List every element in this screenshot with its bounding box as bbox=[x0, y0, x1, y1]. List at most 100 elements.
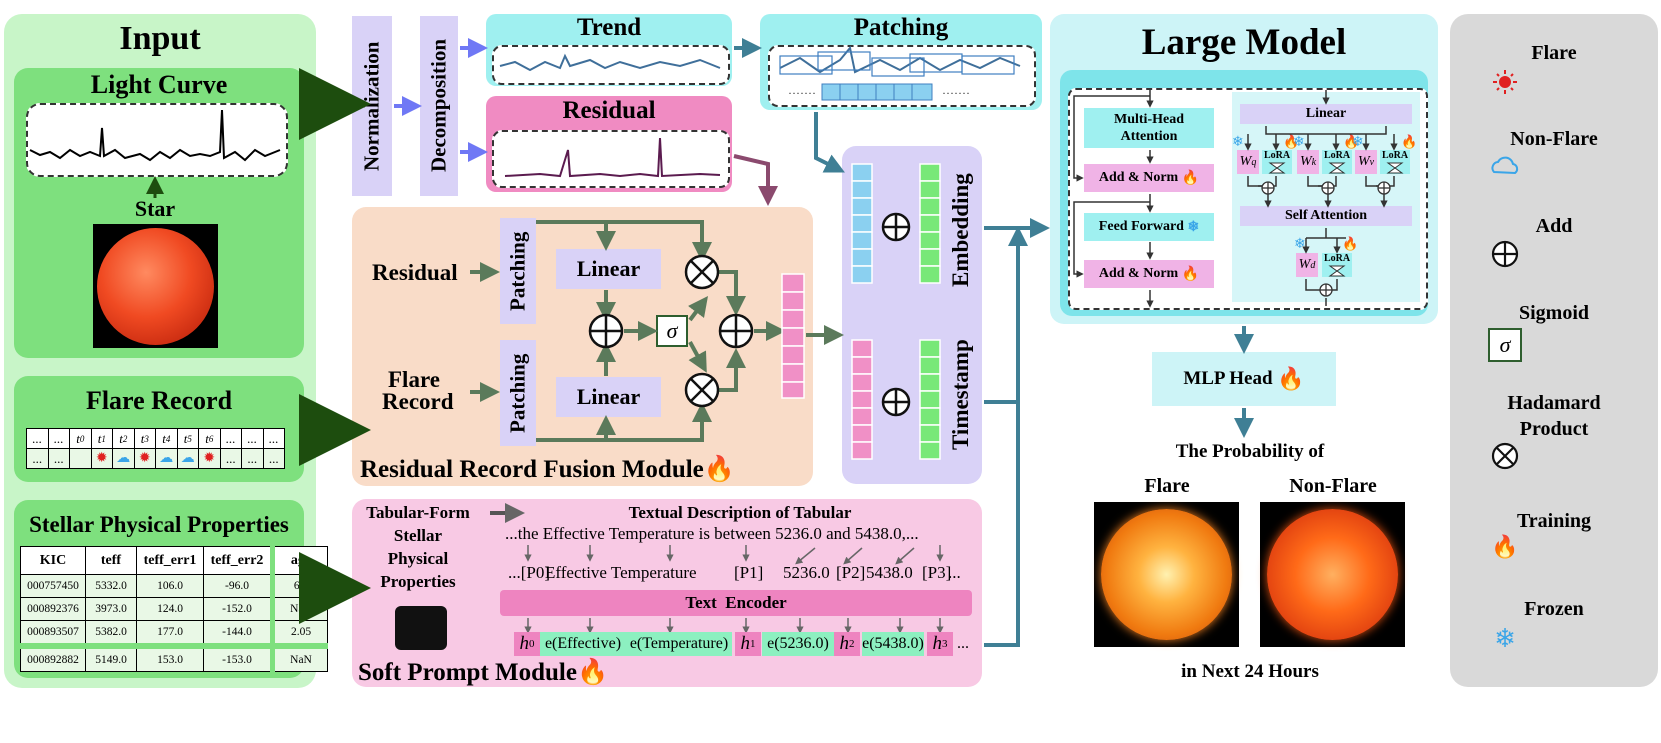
probability-label: The Probability of bbox=[1175, 441, 1325, 462]
stellar-title: Stellar Physical Properties bbox=[29, 512, 289, 537]
light-curve-line bbox=[29, 109, 281, 162]
svg-text:·······: ······· bbox=[788, 86, 816, 100]
fusion-sigmoid-box: σ bbox=[656, 315, 688, 347]
tabular-label-1: Tabular-Form bbox=[366, 503, 470, 522]
mha-box: Multi-Head Attention bbox=[1084, 108, 1214, 148]
non-flare-sun-disk bbox=[1267, 509, 1398, 640]
frozen-snowflake-icon: ❄ bbox=[1293, 135, 1305, 150]
light-curve-title: Light Curve bbox=[90, 70, 228, 99]
wk-sub: k bbox=[1311, 156, 1317, 168]
feed-forward-text: Feed Forward bbox=[1098, 219, 1184, 234]
legend-frozen-snowflake-icon: ❄ bbox=[1494, 624, 1516, 653]
flare-record-state-cell: ... bbox=[262, 448, 285, 469]
training-flame-icon: 🔥 bbox=[1181, 266, 1200, 282]
mha-line-2: Attention bbox=[1120, 129, 1178, 144]
training-flame-icon: 🔥 bbox=[576, 659, 609, 686]
add-norm-2-text: Add & Norm bbox=[1098, 266, 1179, 281]
wv-sub: v bbox=[1369, 156, 1375, 168]
fusion-title-text: Residual Record Fusion Module bbox=[360, 456, 704, 483]
mha-line-1: Multi-Head bbox=[1114, 112, 1184, 127]
fusion-linear-top: Linear bbox=[556, 249, 661, 289]
embedding-add-operators bbox=[881, 212, 911, 417]
tabular-label-3: Physical bbox=[387, 549, 449, 568]
table-cell: -153.0 bbox=[203, 645, 273, 672]
flare-record-state-cell: ... bbox=[26, 448, 49, 469]
flare-sun-disk bbox=[1101, 509, 1232, 640]
table-cell: 000892376 bbox=[20, 597, 86, 621]
frozen-snowflake-icon: ❄ bbox=[1294, 237, 1306, 252]
textual-sentence: ...the Effective Temperature is between … bbox=[505, 524, 919, 543]
patching-title: Patching bbox=[853, 14, 949, 41]
fusion-flare-input-2: Record bbox=[382, 389, 454, 414]
fusion-linear-bottom: Linear bbox=[556, 377, 661, 417]
legend-panel bbox=[1450, 14, 1658, 687]
table-header-cell: teff bbox=[85, 546, 137, 575]
add-norm-1-text: Add & Norm bbox=[1098, 170, 1179, 185]
cloud-icon: ☁ bbox=[159, 451, 174, 466]
mlp-head: MLP Head 🔥 bbox=[1152, 352, 1336, 406]
training-flame-icon: 🔥 bbox=[1283, 134, 1300, 149]
training-flame-icon: 🔥 bbox=[1277, 366, 1305, 391]
large-model-title: Large Model bbox=[1141, 21, 1347, 63]
table-header-cell: teff_err2 bbox=[203, 546, 273, 575]
input-title: Input bbox=[119, 20, 201, 57]
next-24-label: in Next 24 Hours bbox=[1181, 661, 1319, 682]
templated-token: ... bbox=[948, 563, 961, 582]
lm-linear: Linear bbox=[1240, 104, 1412, 124]
flare-record-state-cell: ☁ bbox=[155, 448, 178, 469]
trend-title: Trend bbox=[576, 14, 642, 41]
training-flame-icon: 🔥 bbox=[1401, 134, 1418, 149]
templated-token: [P1] bbox=[734, 563, 764, 582]
lora-q: LoRA bbox=[1262, 150, 1292, 174]
fusion-title: Residual Record Fusion Module🔥 bbox=[360, 455, 735, 484]
fusion-operators bbox=[588, 254, 754, 408]
fused-token-stack bbox=[781, 273, 805, 399]
soft-token: e(5236.0) bbox=[762, 632, 834, 656]
flare-icon: ✹ bbox=[138, 451, 151, 466]
soft-token: e(Temperature) bbox=[626, 632, 732, 656]
wd-w: W bbox=[1298, 257, 1311, 272]
legend-training-label: Training bbox=[1516, 509, 1592, 532]
legend-sigmoid-box: σ bbox=[1488, 328, 1522, 362]
frozen-snowflake-icon: ❄ bbox=[1187, 219, 1200, 235]
residual-to-fusion-arrow bbox=[733, 154, 778, 206]
cloud-icon: ☁ bbox=[116, 451, 131, 466]
fusion-flare-input-1: Flare bbox=[388, 367, 440, 392]
table-cell: 124.0 bbox=[136, 597, 204, 621]
fusion-residual-input: Residual bbox=[372, 260, 458, 285]
templated-token: [P3] bbox=[922, 563, 952, 582]
soft-prompt-title-text: Soft Prompt Module bbox=[358, 659, 577, 686]
star-label: Star bbox=[134, 196, 176, 221]
table-cell: 5382.0 bbox=[85, 620, 137, 647]
transformer-arrows bbox=[1073, 90, 1398, 308]
legend-flare-label: Flare bbox=[1531, 41, 1577, 64]
flare-record-title: Flare Record bbox=[85, 386, 233, 415]
wv-w: W bbox=[1357, 154, 1370, 169]
star-sphere bbox=[97, 228, 214, 345]
table-cell: 000892882 bbox=[20, 645, 86, 672]
residual-plot bbox=[492, 130, 730, 188]
svg-text:·······: ······· bbox=[942, 86, 970, 100]
preprocess-arrows bbox=[394, 38, 488, 162]
legend-sigmoid-label: Sigmoid bbox=[1518, 301, 1590, 324]
residual-title: Residual bbox=[562, 97, 656, 124]
templated-token: Effective Temperature bbox=[545, 563, 697, 582]
table-cell: 153.0 bbox=[136, 645, 204, 672]
soft-token: ... bbox=[957, 635, 969, 652]
legend-cloud-icon bbox=[1491, 156, 1519, 175]
cloud-icon: ☁ bbox=[180, 451, 195, 466]
table-cell: 5149.0 bbox=[85, 645, 137, 672]
text-encoder: Text Encoder bbox=[500, 590, 972, 616]
lm-self-attention: Self Attention bbox=[1240, 206, 1412, 226]
legend-flare-icon bbox=[1493, 70, 1517, 94]
